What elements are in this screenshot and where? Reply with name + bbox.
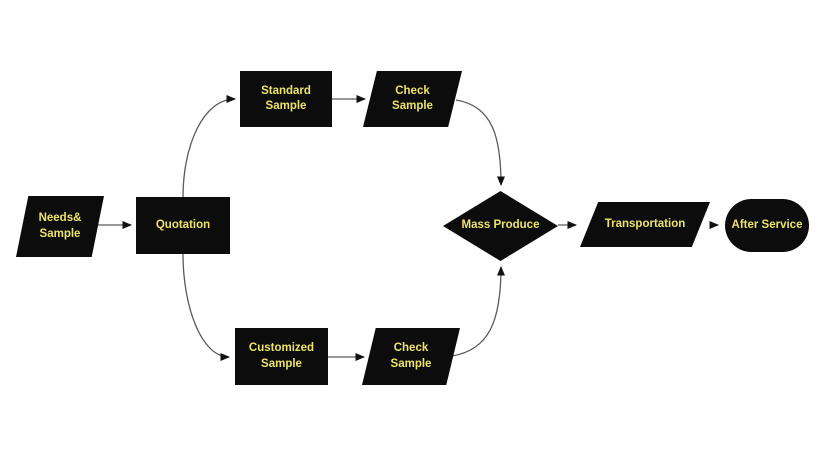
node-transportation: Transportation <box>580 202 710 247</box>
node-after-service: After Service <box>725 199 809 252</box>
node-needs-sample: Needs& Sample <box>16 196 104 257</box>
node-after-service-label: After Service <box>731 218 803 231</box>
node-quotation: Quotation <box>136 197 230 254</box>
node-check-sample-top: Check Sample <box>363 71 462 127</box>
node-mass-produce-label: Mass Produce <box>461 219 540 232</box>
arrow-check-sample-top-to-mass-produce <box>455 99 505 186</box>
node-transportation-label: Transportation <box>604 217 686 230</box>
node-needs-sample-label: Needs& Sample <box>38 212 82 240</box>
node-check-sample-top-label: Check Sample <box>392 84 433 112</box>
node-quotation-label: Quotation <box>155 218 211 231</box>
arrow-check-sample-bottom-to-mass-produce <box>451 266 505 357</box>
node-standard-sample: Standard Sample <box>240 71 332 127</box>
node-standard-sample-label: Standard Sample <box>261 84 311 112</box>
node-customized-sample-label: Customized Sample <box>248 342 315 370</box>
arrow-quotation-to-customized-sample <box>182 253 230 361</box>
node-check-sample-bottom: Check Sample <box>362 328 460 385</box>
node-customized-sample: Customized Sample <box>235 328 328 385</box>
node-mass-produce: Mass Produce <box>443 191 558 261</box>
arrow-quotation-to-standard-sample <box>182 95 236 198</box>
node-check-sample-bottom-label: Check Sample <box>390 342 432 370</box>
